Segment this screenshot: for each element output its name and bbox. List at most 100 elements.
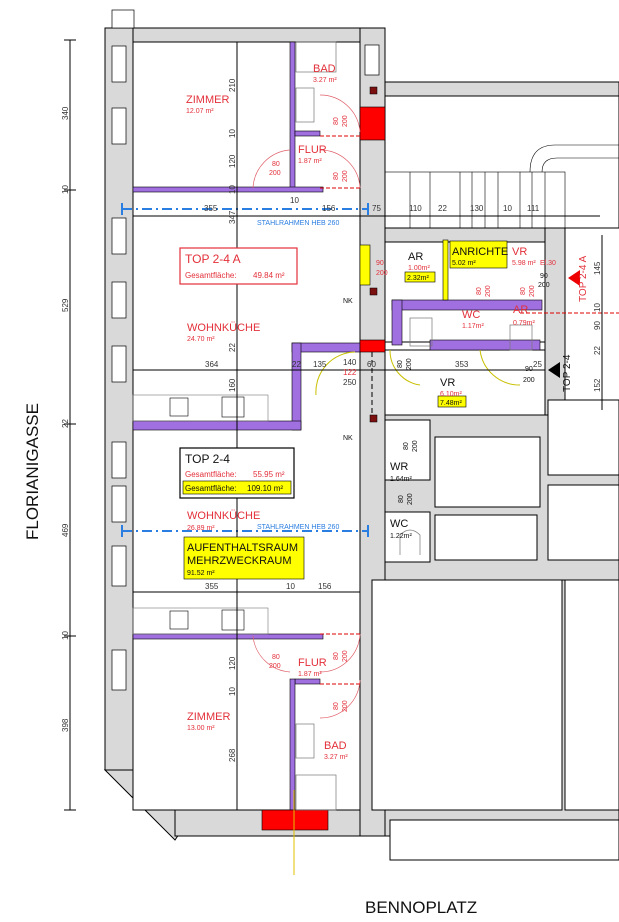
unit-total-new-label: Gesamtfläche: — [185, 484, 237, 493]
label: 200 — [342, 700, 349, 712]
label: 210 — [228, 78, 237, 92]
room-area: 0.79m² — [513, 320, 535, 327]
room-area: 5.98 m² — [512, 260, 536, 267]
staircase — [384, 144, 619, 229]
label: 250 — [343, 378, 357, 387]
label: 529 — [61, 298, 70, 312]
unit-title: TOP 2-4 A — [185, 252, 241, 266]
label: 340 — [61, 106, 70, 120]
label: 200 — [529, 285, 536, 297]
entry-label-a: TOP 2-4 A — [578, 255, 589, 302]
label: 130 — [470, 204, 484, 213]
unit-title: TOP 2-4 — [185, 452, 230, 466]
fire-rating: El.30 — [540, 260, 556, 267]
label: 145 — [593, 261, 602, 275]
unit-total: 49.84 m² — [253, 271, 285, 280]
room-area-new: 2.32m² — [407, 275, 429, 282]
beam-label: STAHLRAHMEN HEB 260 — [257, 524, 339, 531]
label: 156 — [318, 582, 332, 591]
bath-fixtures — [295, 41, 533, 811]
label: 80 — [476, 287, 483, 295]
unit-total-label: Gesamtfläche: — [185, 271, 237, 280]
demolition-block — [261, 809, 329, 831]
label: 10 — [286, 582, 295, 591]
room-area: 1.87 m² — [298, 158, 322, 165]
entry-label-b: TOP 2-4 — [562, 354, 573, 392]
label: 135 — [313, 360, 327, 369]
label: 10 — [61, 185, 70, 194]
label: 268 — [228, 748, 237, 762]
demolition-block — [359, 106, 386, 141]
room-name: VR — [512, 246, 527, 258]
room-name: ANRICHTE — [452, 246, 508, 258]
room-area: 12.07 m² — [186, 108, 214, 115]
label: 10 — [228, 129, 237, 138]
label: 10 — [228, 185, 237, 194]
room-name: ZIMMER — [187, 711, 230, 723]
room-area: 13.00 m² — [187, 725, 215, 732]
label: 80 — [403, 442, 410, 450]
label: 200 — [412, 440, 419, 452]
room-area: 5.02 m² — [452, 260, 476, 267]
bottom-right-room — [389, 819, 619, 861]
new-partition — [442, 239, 449, 301]
label: 200 — [376, 270, 388, 277]
label: 90 — [540, 273, 548, 280]
demolition-block — [359, 339, 386, 353]
label: 80 — [398, 495, 405, 503]
multipurpose-box — [183, 536, 305, 580]
room-area-new: 7.48m² — [440, 400, 462, 407]
label: 80 — [520, 287, 527, 295]
wc-room — [384, 511, 431, 563]
room-name: FLUR — [298, 657, 327, 669]
room-name: AR — [408, 251, 423, 263]
label: 398 — [61, 718, 70, 732]
label: 22 — [228, 343, 237, 352]
room-name: ZIMMER — [186, 94, 229, 106]
multipurpose-title: AUFENTHALTSRAUM — [187, 542, 298, 554]
label: 200 — [269, 663, 281, 670]
label: 140 — [343, 358, 357, 367]
storage-room — [434, 514, 538, 561]
dimension-lines — [64, 39, 603, 811]
room-name: AR — [513, 304, 528, 316]
label: 122 — [343, 368, 357, 377]
room-name: WOHNKÜCHE — [187, 322, 260, 334]
label: 25 — [533, 360, 542, 369]
facade-wall-left — [104, 27, 134, 771]
label: 200 — [269, 170, 281, 177]
room-name: FLUR — [298, 144, 327, 156]
multipurpose-subtitle: MEHRZWECKRAUM — [187, 555, 292, 567]
room-area: 24.70 m² — [187, 336, 215, 343]
label: 90 — [525, 366, 533, 373]
room-name: WR — [390, 461, 408, 473]
label: 353 — [455, 360, 469, 369]
room-name: VR — [440, 377, 455, 389]
stair-wall — [384, 227, 566, 243]
room-area: 3.27 m² — [324, 754, 348, 761]
room-name: WC — [462, 309, 480, 321]
room-area: 1.00m² — [408, 265, 430, 272]
label: 75 — [372, 204, 381, 213]
dimension-labels: 340 10 529 22 469 10 398 355 10 156 75 1… — [61, 78, 602, 762]
room-name: WOHNKÜCHE — [187, 510, 260, 522]
stair-hall — [384, 95, 619, 229]
room-name: BAD — [324, 740, 347, 752]
label: 22 — [61, 419, 70, 428]
room-labels: ZIMMER 12.07 m² BAD 3.27 m² FLUR 1.87 m²… — [186, 63, 556, 761]
shaft-room — [434, 436, 541, 508]
label: 10 — [290, 196, 299, 205]
label: 200 — [406, 358, 413, 370]
unit-labels: TOP 2-4 A Gesamtfläche: 49.84 m² TOP 2-4… — [185, 220, 589, 577]
label: 200 — [538, 282, 550, 289]
label: 80 — [272, 654, 280, 661]
label: 200 — [342, 115, 349, 127]
room-area: 6.10m² — [440, 391, 462, 398]
nk-label: NK — [343, 435, 353, 442]
right-room-b — [547, 484, 619, 561]
label: 152 — [593, 378, 602, 392]
room-area: 26.89 m² — [187, 525, 215, 532]
top-wall — [104, 27, 386, 43]
